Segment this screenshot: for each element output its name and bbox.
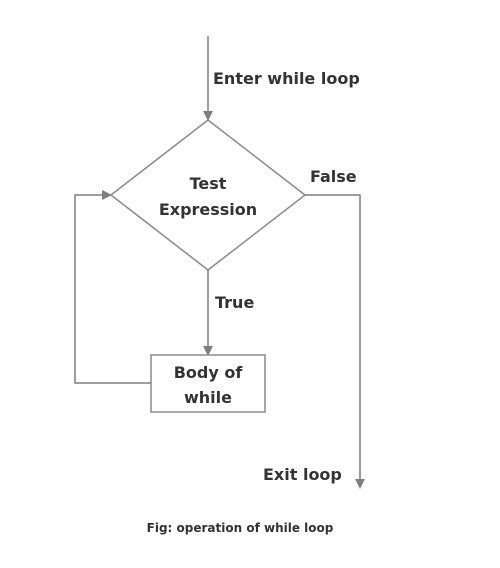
false-exit-arrow: [305, 194, 365, 489]
decision-label-line2: Expression: [159, 200, 257, 219]
exit-label: Exit loop: [263, 465, 342, 484]
entry-label: Enter while loop: [213, 69, 360, 88]
loop-back-arrow: [74, 190, 151, 384]
body-label-line1: Body of: [174, 363, 244, 382]
decision-label-line1: Test: [190, 174, 227, 193]
test-expression-diamond: [109, 119, 307, 271]
figure-caption: Fig: operation of while loop: [147, 521, 334, 535]
false-label: False: [310, 167, 357, 186]
body-label-line2: while: [184, 388, 232, 407]
true-label: True: [215, 293, 254, 312]
